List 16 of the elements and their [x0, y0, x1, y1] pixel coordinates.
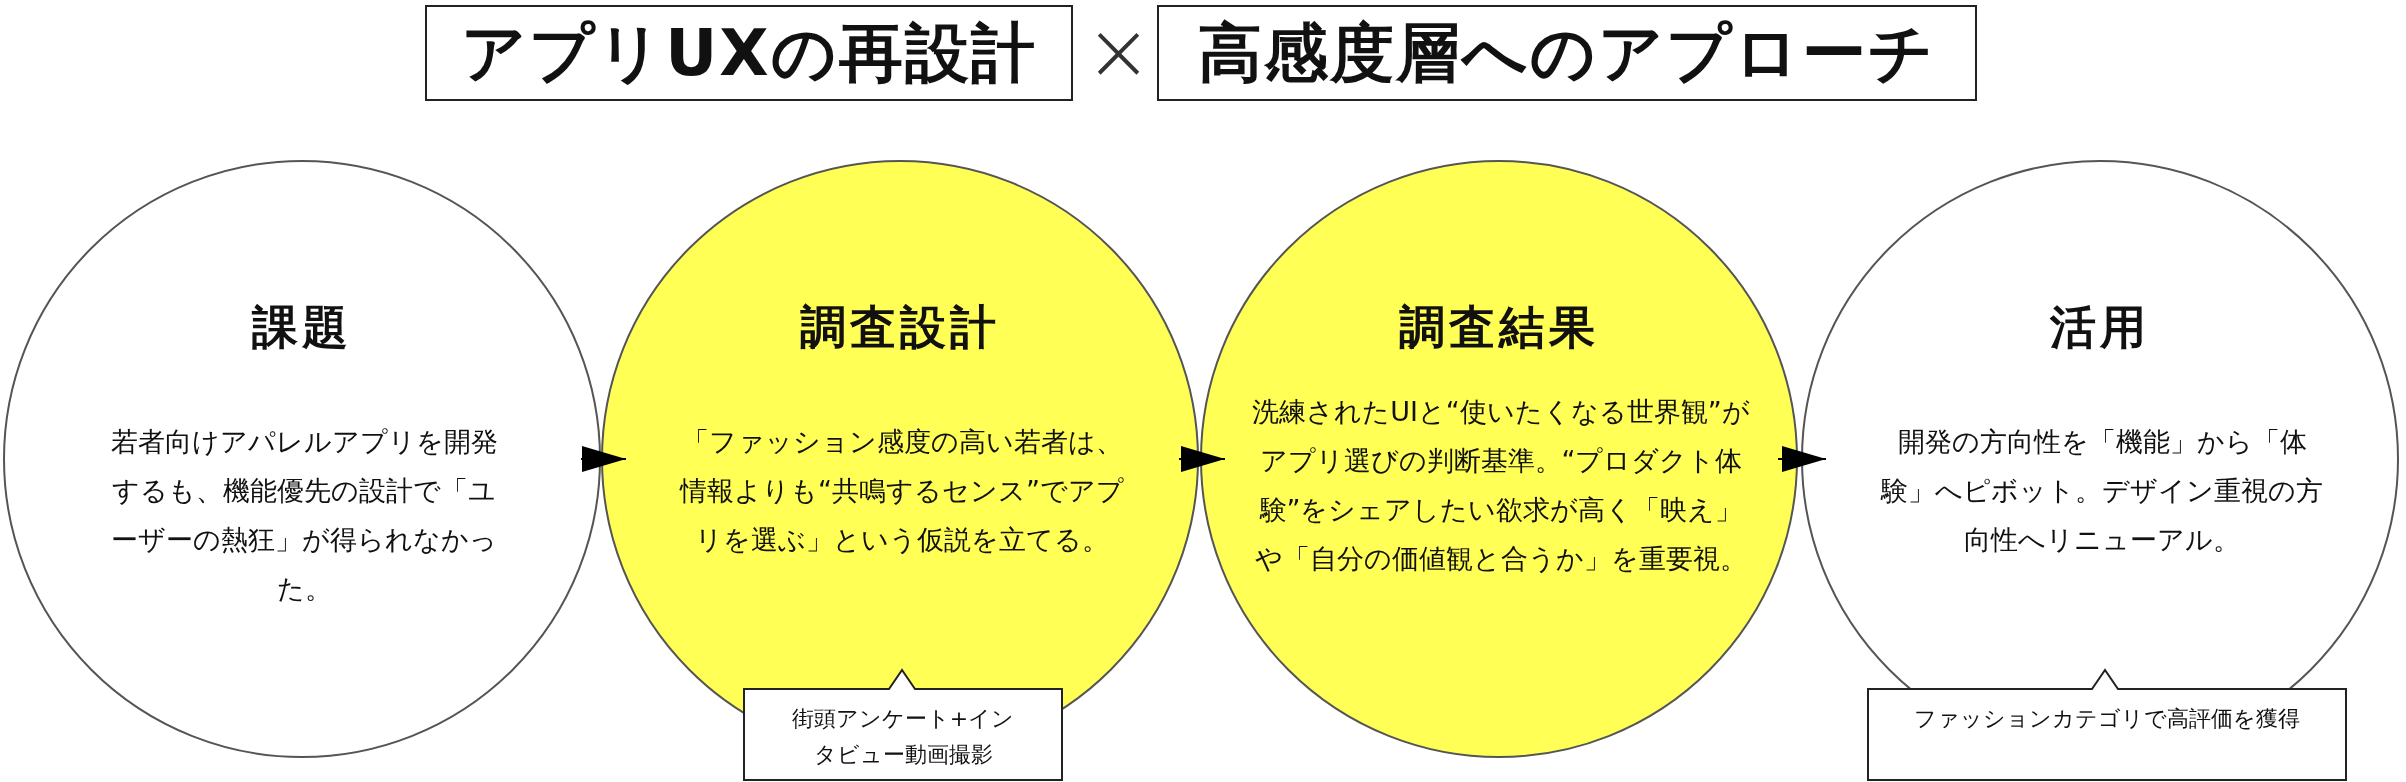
times-sign: × [1085, 12, 1147, 92]
stage-description: 「ファッション感度の高い若者は、情報よりも“共鳴するセンス”でアプリを選ぶ」という仮説を立てる。 [678, 425, 1125, 557]
stage-heading: 調査結果 [1398, 299, 1600, 356]
stage-heading: 活用 [2049, 299, 2151, 356]
title-box: アプリUXの再設計 [425, 5, 1073, 101]
stage-heading: 調査設計 [799, 299, 1001, 356]
callout-text: ファッションカテゴリで高評価を獲得 [1913, 705, 2301, 733]
stage-description: 若者向けアパレルアプリを開発するも、機能優先の設計で「ユーザーの熱狂」が得られなかった。 [109, 425, 499, 606]
title-box: 高感度層へのアプローチ [1157, 5, 1977, 101]
stage-description: 開発の方向性を「機能」から「体験」へピボット。デザイン重視の方向性へリニューアル。 [1879, 425, 2324, 557]
stage-heading: 課題 [250, 299, 353, 356]
arrow [1178, 446, 1226, 472]
callout-text: 街頭アンケート+インタビュー動画撮影 [790, 705, 1016, 769]
stage-description: 洗練されたUIと“使いたくなる世界観”がアプリ選びの判断基準。“プロダクト体験”をシェアしたい欲求が高く「映え」や「自分の価値観と合うか」を重要視。 [1251, 395, 1751, 576]
arrow [580, 446, 627, 472]
arrow [1777, 446, 1827, 472]
